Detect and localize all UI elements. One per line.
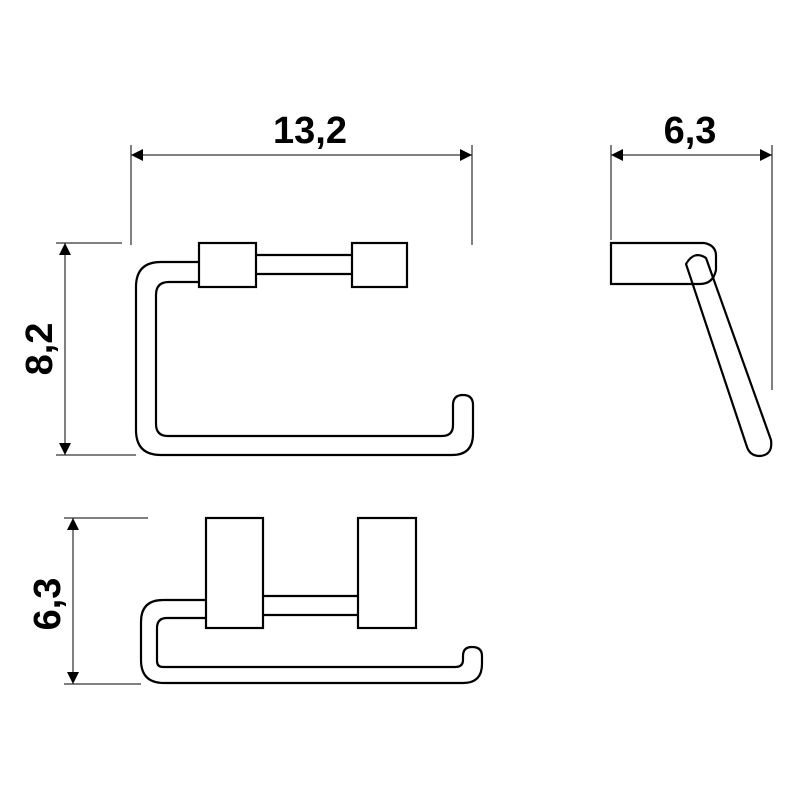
top-view-holder-rod <box>139 598 484 685</box>
front-view-block-right <box>350 241 409 289</box>
top-view-block-right <box>356 516 418 630</box>
dimension-top-depth <box>64 517 148 685</box>
dimension-front-height <box>56 242 136 456</box>
dimension-label-front-height: 8,2 <box>19 323 61 376</box>
front-view-block-left <box>197 241 258 289</box>
side-view-mount-plate <box>609 241 718 286</box>
side-view-holder-arm <box>684 253 773 458</box>
dimension-label-side-depth: 6,3 <box>664 110 717 152</box>
dimension-front-width <box>130 145 473 245</box>
front-view-holder-rod <box>134 260 475 457</box>
top-view <box>139 516 484 685</box>
dimension-label-top-depth: 6,3 <box>27 578 69 631</box>
top-view-block-left <box>204 516 265 630</box>
dimension-label-front-width: 13,2 <box>273 110 347 152</box>
front-view <box>134 241 475 457</box>
dimension-side-depth <box>610 145 773 390</box>
side-view <box>609 241 773 458</box>
